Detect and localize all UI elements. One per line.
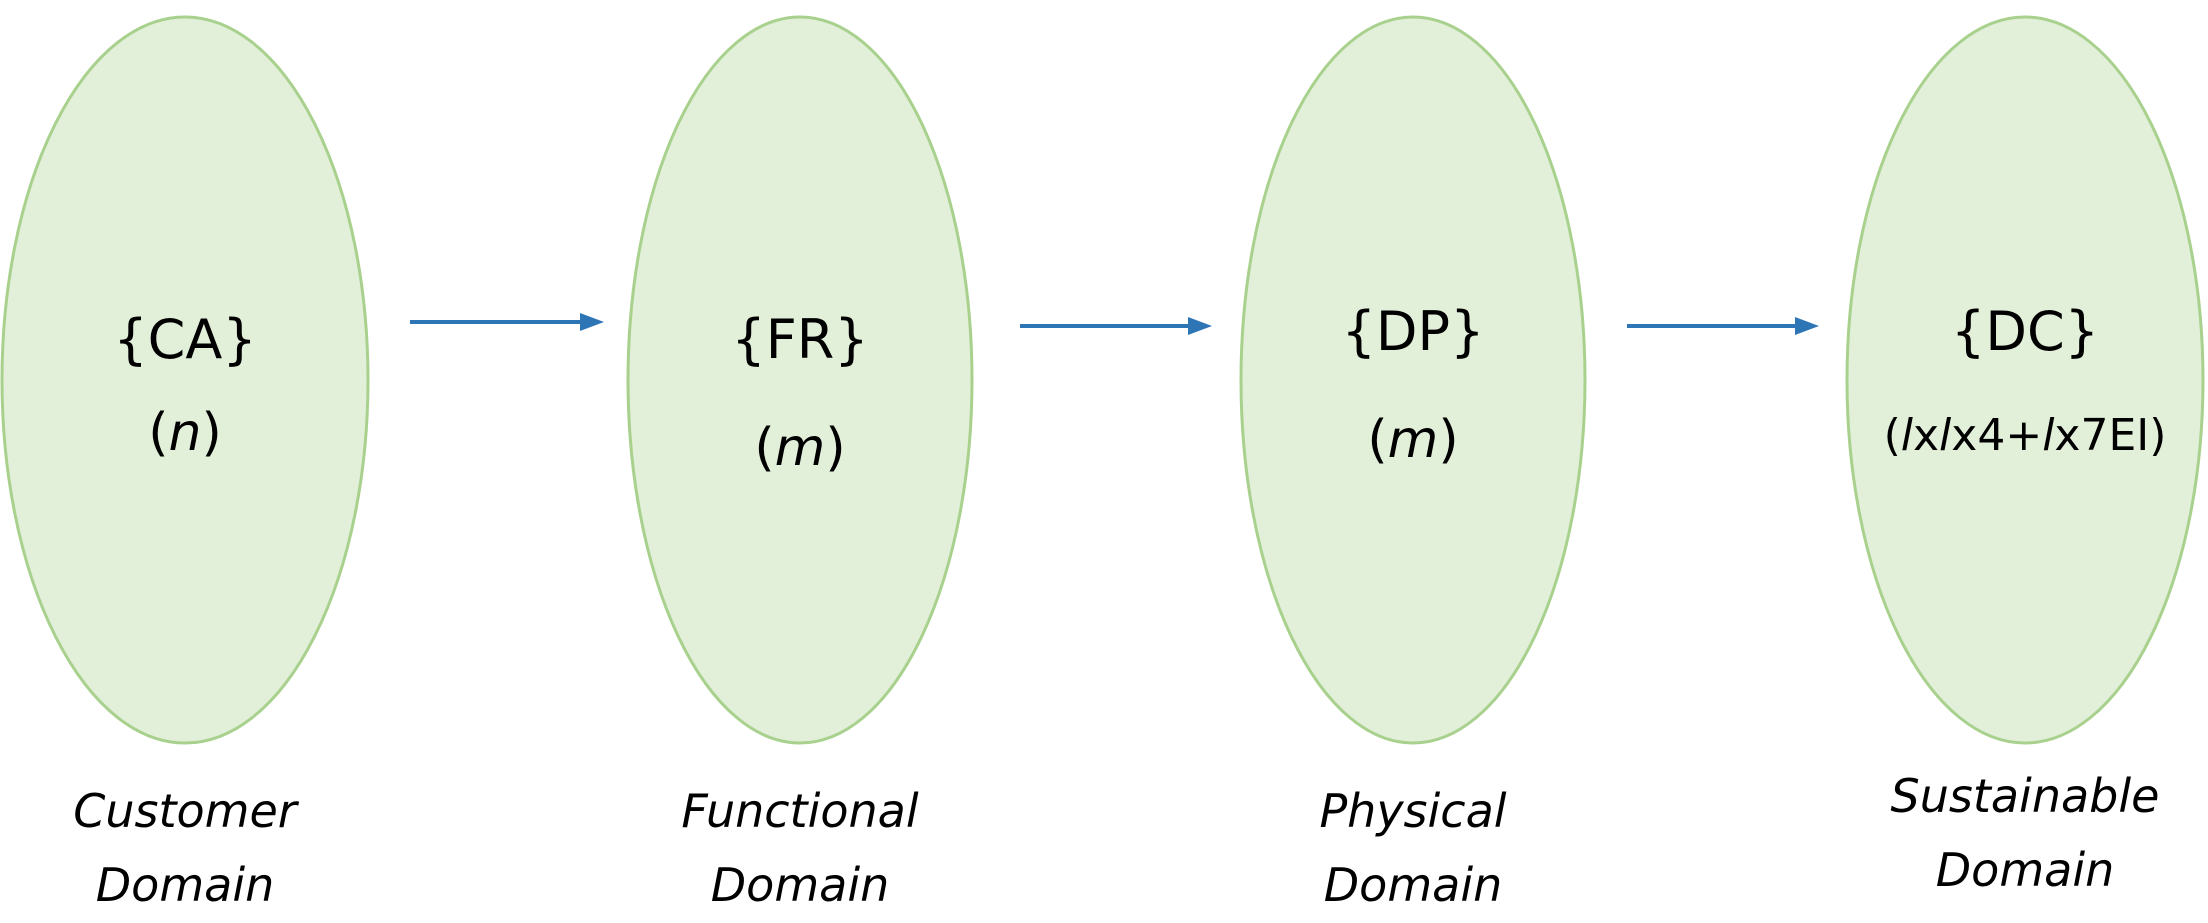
functional-domain: {FR} (m) Functional Domain <box>626 15 974 912</box>
sustainable-domain-cardinality-part: x4+ <box>1951 410 2042 461</box>
functional-domain-cardinality-part: ) <box>825 418 845 478</box>
arrow-functional-to-physical <box>1020 317 1212 335</box>
physical-domain-name-line2: Domain <box>1324 858 1503 912</box>
sustainable-domain-cardinality: (lxlx4+lx7EI) <box>1884 410 2167 461</box>
sustainable-domain-set: {DC} <box>1951 300 2099 363</box>
sustainable-domain-cardinality-part: l <box>1939 410 1952 461</box>
customer-domain-name-line1: Customer <box>73 784 300 838</box>
physical-domain-ellipse <box>1239 15 1587 745</box>
physical-domain-cardinality: (m) <box>1367 410 1458 470</box>
sustainable-domain: {DC} (lxlx4+lx7EI) Sustainable Domain <box>1845 15 2205 897</box>
sustainable-domain-name-line1: Sustainable <box>1891 769 2160 823</box>
sustainable-domain-cardinality-part: l <box>2042 410 2055 461</box>
physical-domain-name-line1: Physical <box>1319 784 1506 838</box>
customer-domain-ellipse <box>0 15 370 745</box>
functional-domain-set: {FR} <box>731 308 868 371</box>
functional-domain-name-line1: Functional <box>681 784 918 838</box>
sustainable-domain-cardinality-part: ( <box>1884 410 1901 461</box>
customer-domain-name-line2: Domain <box>96 858 275 912</box>
functional-domain-cardinality-part: m <box>775 418 826 478</box>
arrow-physical-to-sustainable <box>1627 317 1819 335</box>
customer-domain-cardinality-part: ) <box>201 403 221 463</box>
customer-domain-set: {CA} <box>113 308 256 371</box>
customer-domain-cardinality: (n) <box>148 403 222 463</box>
sustainable-domain-name-line2: Domain <box>1936 843 2115 897</box>
functional-domain-cardinality-part: ( <box>754 418 774 478</box>
functional-domain-name-line2: Domain <box>711 858 890 912</box>
functional-domain-ellipse <box>626 15 974 745</box>
sustainable-domain-cardinality-part: x <box>1913 410 1939 461</box>
physical-domain-cardinality-part: ) <box>1438 410 1458 470</box>
physical-domain-cardinality-part: ( <box>1367 410 1387 470</box>
sustainable-domain-ellipse <box>1845 15 2205 745</box>
physical-domain-cardinality-part: m <box>1388 410 1439 470</box>
physical-domain-set: {DP} <box>1342 300 1485 363</box>
customer-domain: {CA} (n) Customer Domain <box>0 15 370 912</box>
functional-domain-cardinality: (m) <box>754 418 845 478</box>
arrow-customer-to-functional <box>410 313 604 331</box>
customer-domain-cardinality-part: n <box>169 403 202 463</box>
physical-domain: {DP} (m) Physical Domain <box>1239 15 1587 912</box>
sustainable-domain-cardinality-part: l <box>1901 410 1914 461</box>
customer-domain-cardinality-part: ( <box>148 403 168 463</box>
sustainable-domain-cardinality-part: x7EI) <box>2054 410 2166 461</box>
